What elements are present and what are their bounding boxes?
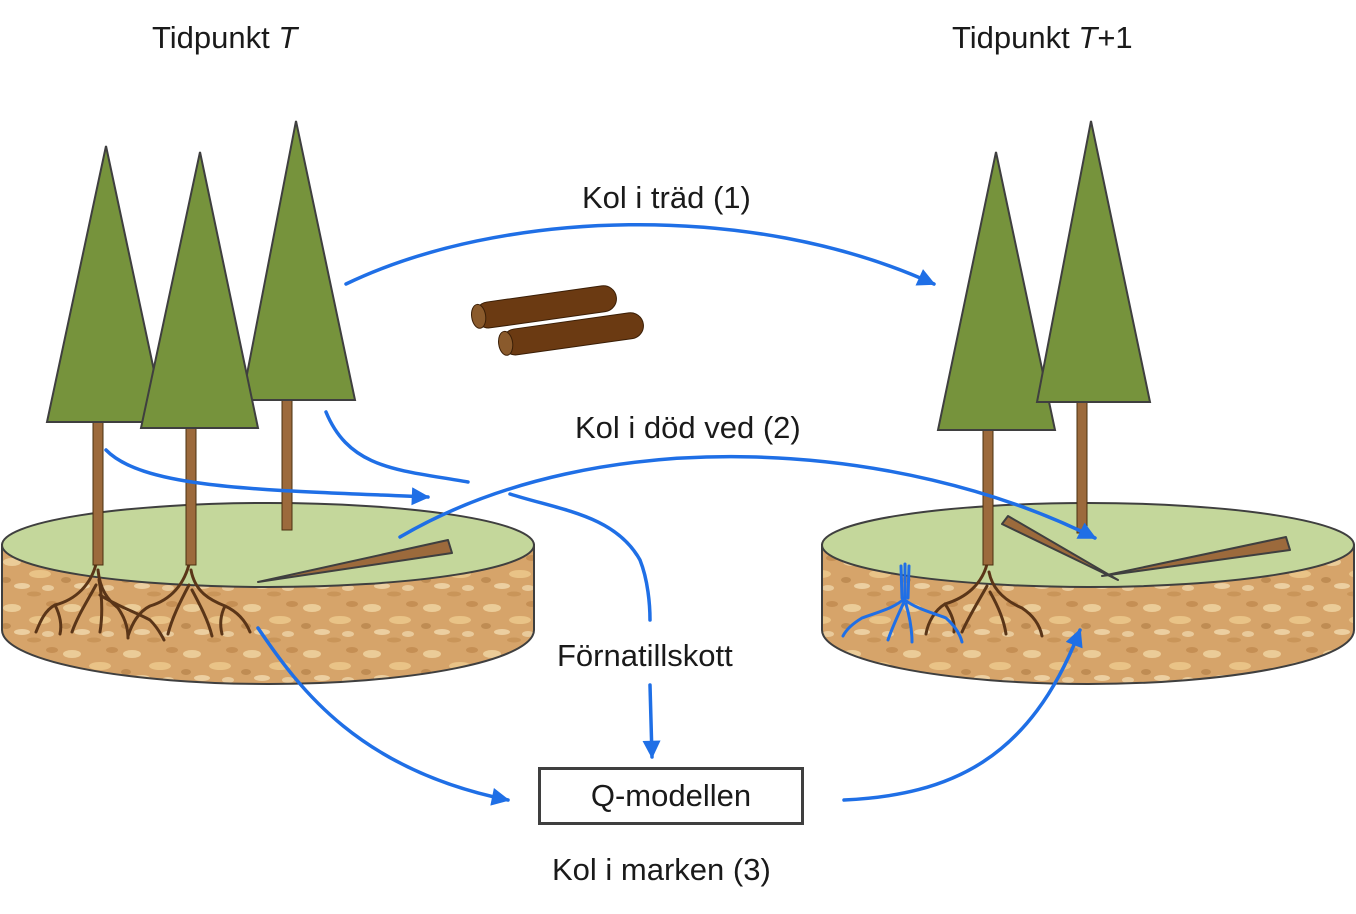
arrow-roots-to-model	[256, 626, 510, 806]
label-carbon-in-trees: Kol i träd (1)	[582, 180, 751, 215]
arrow-litter-to-model-lower	[642, 683, 661, 759]
tree-left-2	[139, 151, 260, 566]
dead-wood-left	[257, 539, 453, 583]
flow-arrows	[104, 222, 1097, 806]
arrow-litter-crown	[324, 410, 470, 484]
soil-disc-right	[821, 502, 1355, 685]
label-carbon-in-dead-wood: Kol i död ved (2)	[575, 410, 801, 445]
harvested-logs	[471, 285, 644, 356]
tree-right-2	[1035, 120, 1152, 534]
title-time-t: Tidpunkt T	[152, 22, 297, 53]
q-model-box: Q-modellen	[538, 767, 804, 825]
arrow-litter-to-model-upper	[508, 492, 652, 622]
tree-left-3	[240, 120, 357, 531]
title-time-t-variable: T	[278, 20, 298, 55]
roots-right	[924, 558, 1044, 638]
arrow-trees-to-trees	[344, 222, 936, 286]
dead-wood-right	[1001, 515, 1291, 581]
q-model-label: Q-modellen	[590, 778, 752, 813]
soil-disc-left	[1, 502, 535, 685]
title-time-t-prefix: Tidpunkt	[152, 20, 279, 55]
title-time-t1-suffix: +1	[1097, 20, 1133, 55]
title-time-t1-prefix: Tidpunkt	[952, 20, 1079, 55]
label-carbon-in-soil: Kol i marken (3)	[552, 852, 771, 887]
label-litter-input: Förnatillskott	[557, 638, 733, 673]
arrow-litter-to-ground	[104, 448, 430, 506]
arrow-dead-wood-to-dead-wood	[398, 454, 1097, 540]
title-time-t-plus-1: Tidpunkt T+1	[952, 22, 1133, 53]
tree-left-1	[45, 145, 167, 566]
title-time-t1-variable: T	[1078, 20, 1098, 55]
arrow-model-to-soil	[842, 628, 1083, 802]
decomposing-roots-right	[841, 562, 964, 644]
roots-left	[34, 558, 252, 642]
